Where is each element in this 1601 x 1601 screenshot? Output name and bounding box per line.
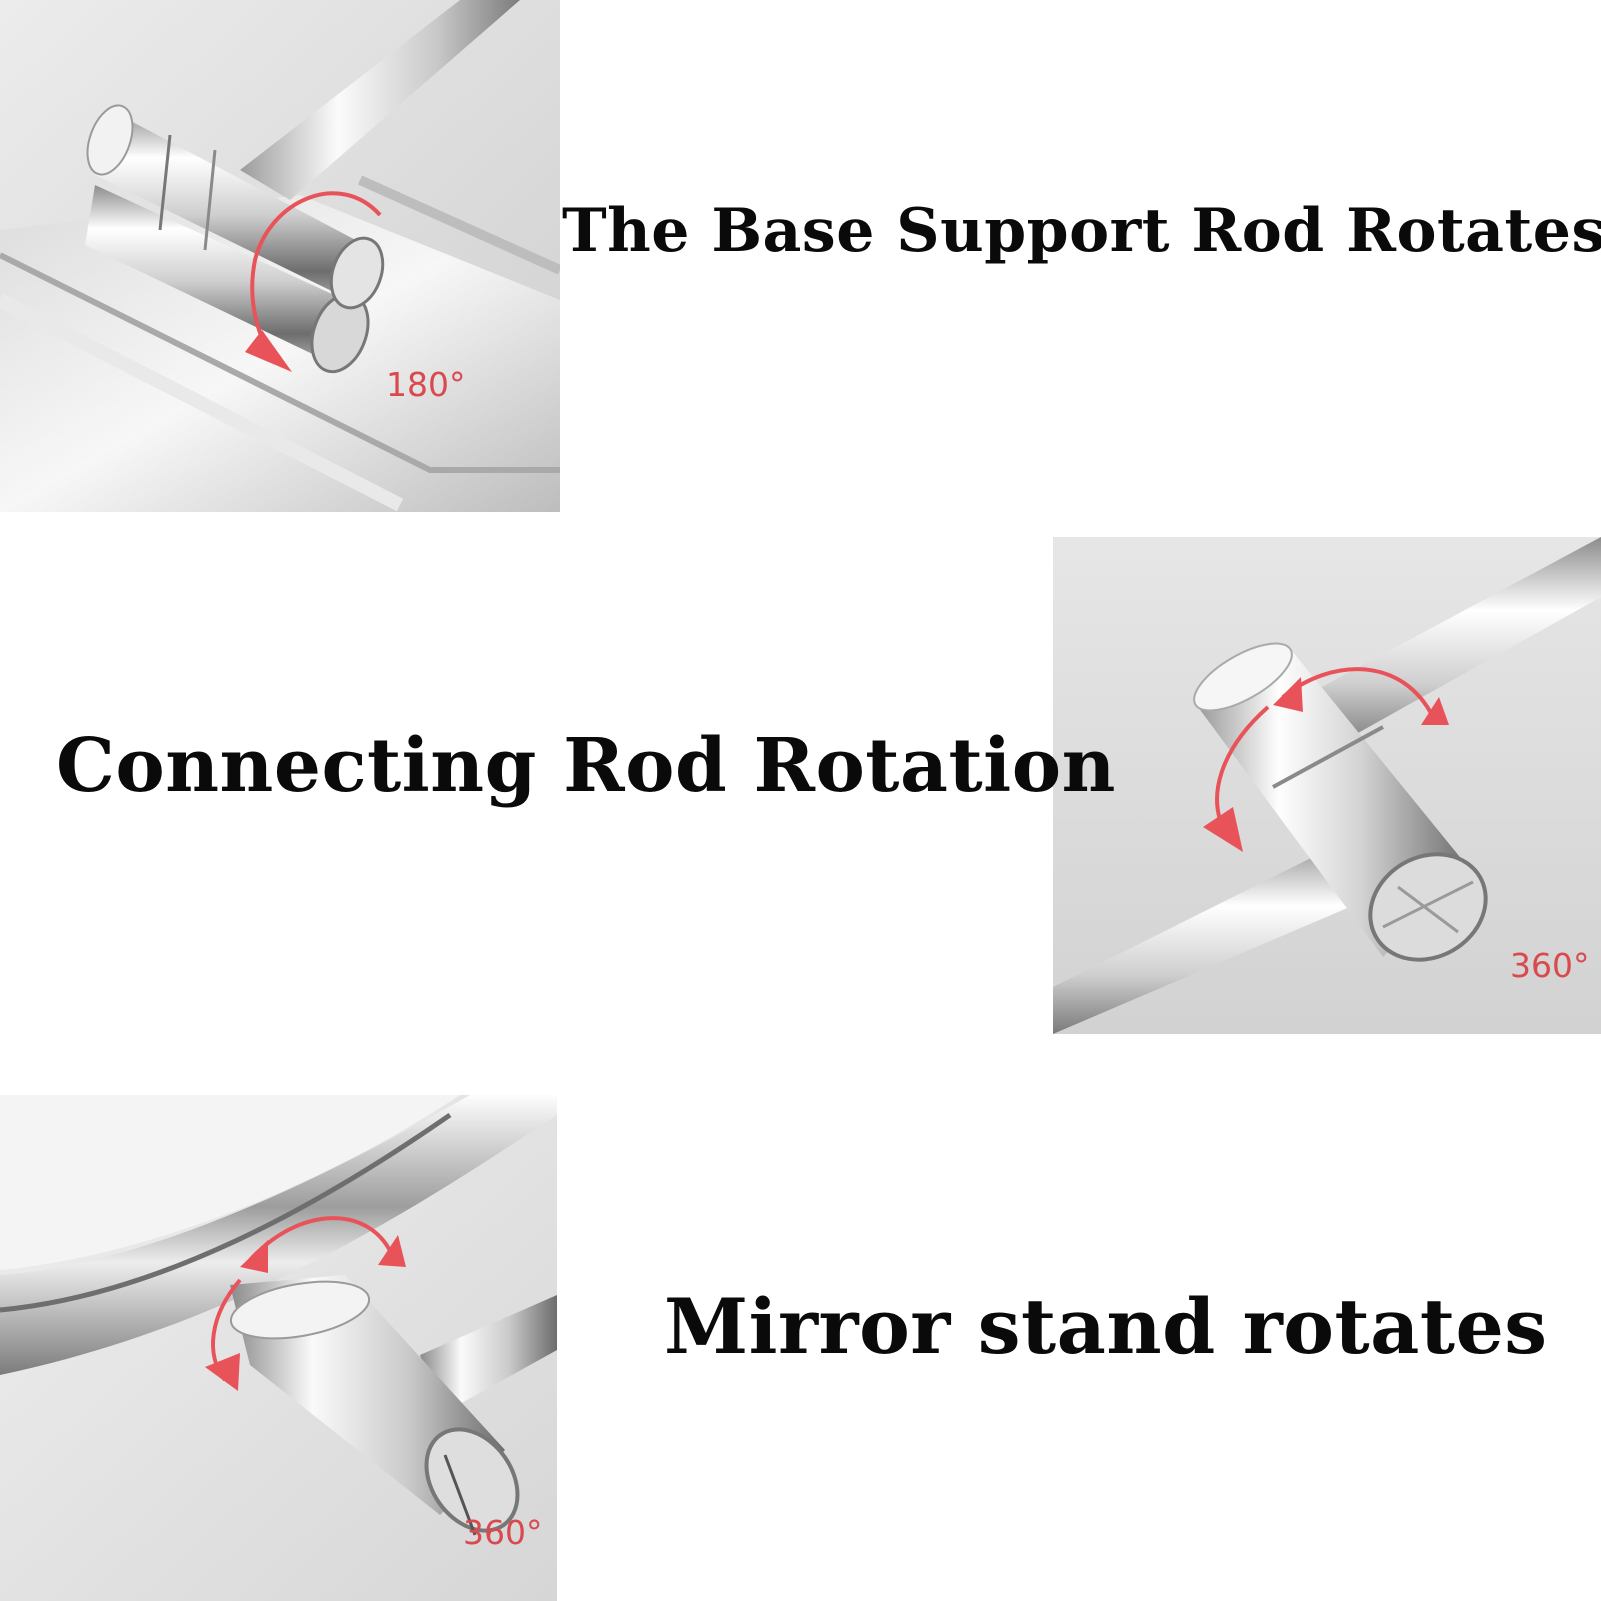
base-support-rod-illustration — [0, 0, 560, 512]
mirror-stand-illustration — [0, 1095, 557, 1601]
swivel-joint — [1193, 642, 1488, 962]
curved-double-arrow-icon — [245, 191, 382, 372]
base-support-rod-photo — [0, 0, 560, 512]
lower-rod — [1053, 837, 1373, 1034]
connecting-rod-illustration — [1053, 537, 1601, 1034]
angle-label-180: 180° — [386, 365, 466, 404]
curved-double-arrow-icon — [1203, 667, 1449, 852]
angle-label-360-connecting: 360° — [1510, 946, 1590, 985]
mirror-stand-caption: Mirror stand rotates — [664, 1282, 1548, 1371]
connecting-rod-photo — [1053, 537, 1601, 1034]
upper-rod — [1303, 537, 1601, 747]
curved-double-arrow-icon — [205, 1216, 406, 1391]
base-support-rod-caption: The Base Support Rod Rotates — [562, 196, 1601, 266]
hinge-cylinders — [85, 104, 385, 374]
mirror-stand-photo — [0, 1095, 557, 1601]
stand-swivel — [229, 1275, 520, 1536]
angle-label-360-stand: 360° — [463, 1513, 543, 1552]
wall-plate — [0, 175, 560, 512]
stand-rod — [420, 1295, 557, 1415]
connecting-rod-caption: Connecting Rod Rotation — [56, 723, 1116, 809]
support-rod — [240, 0, 520, 200]
